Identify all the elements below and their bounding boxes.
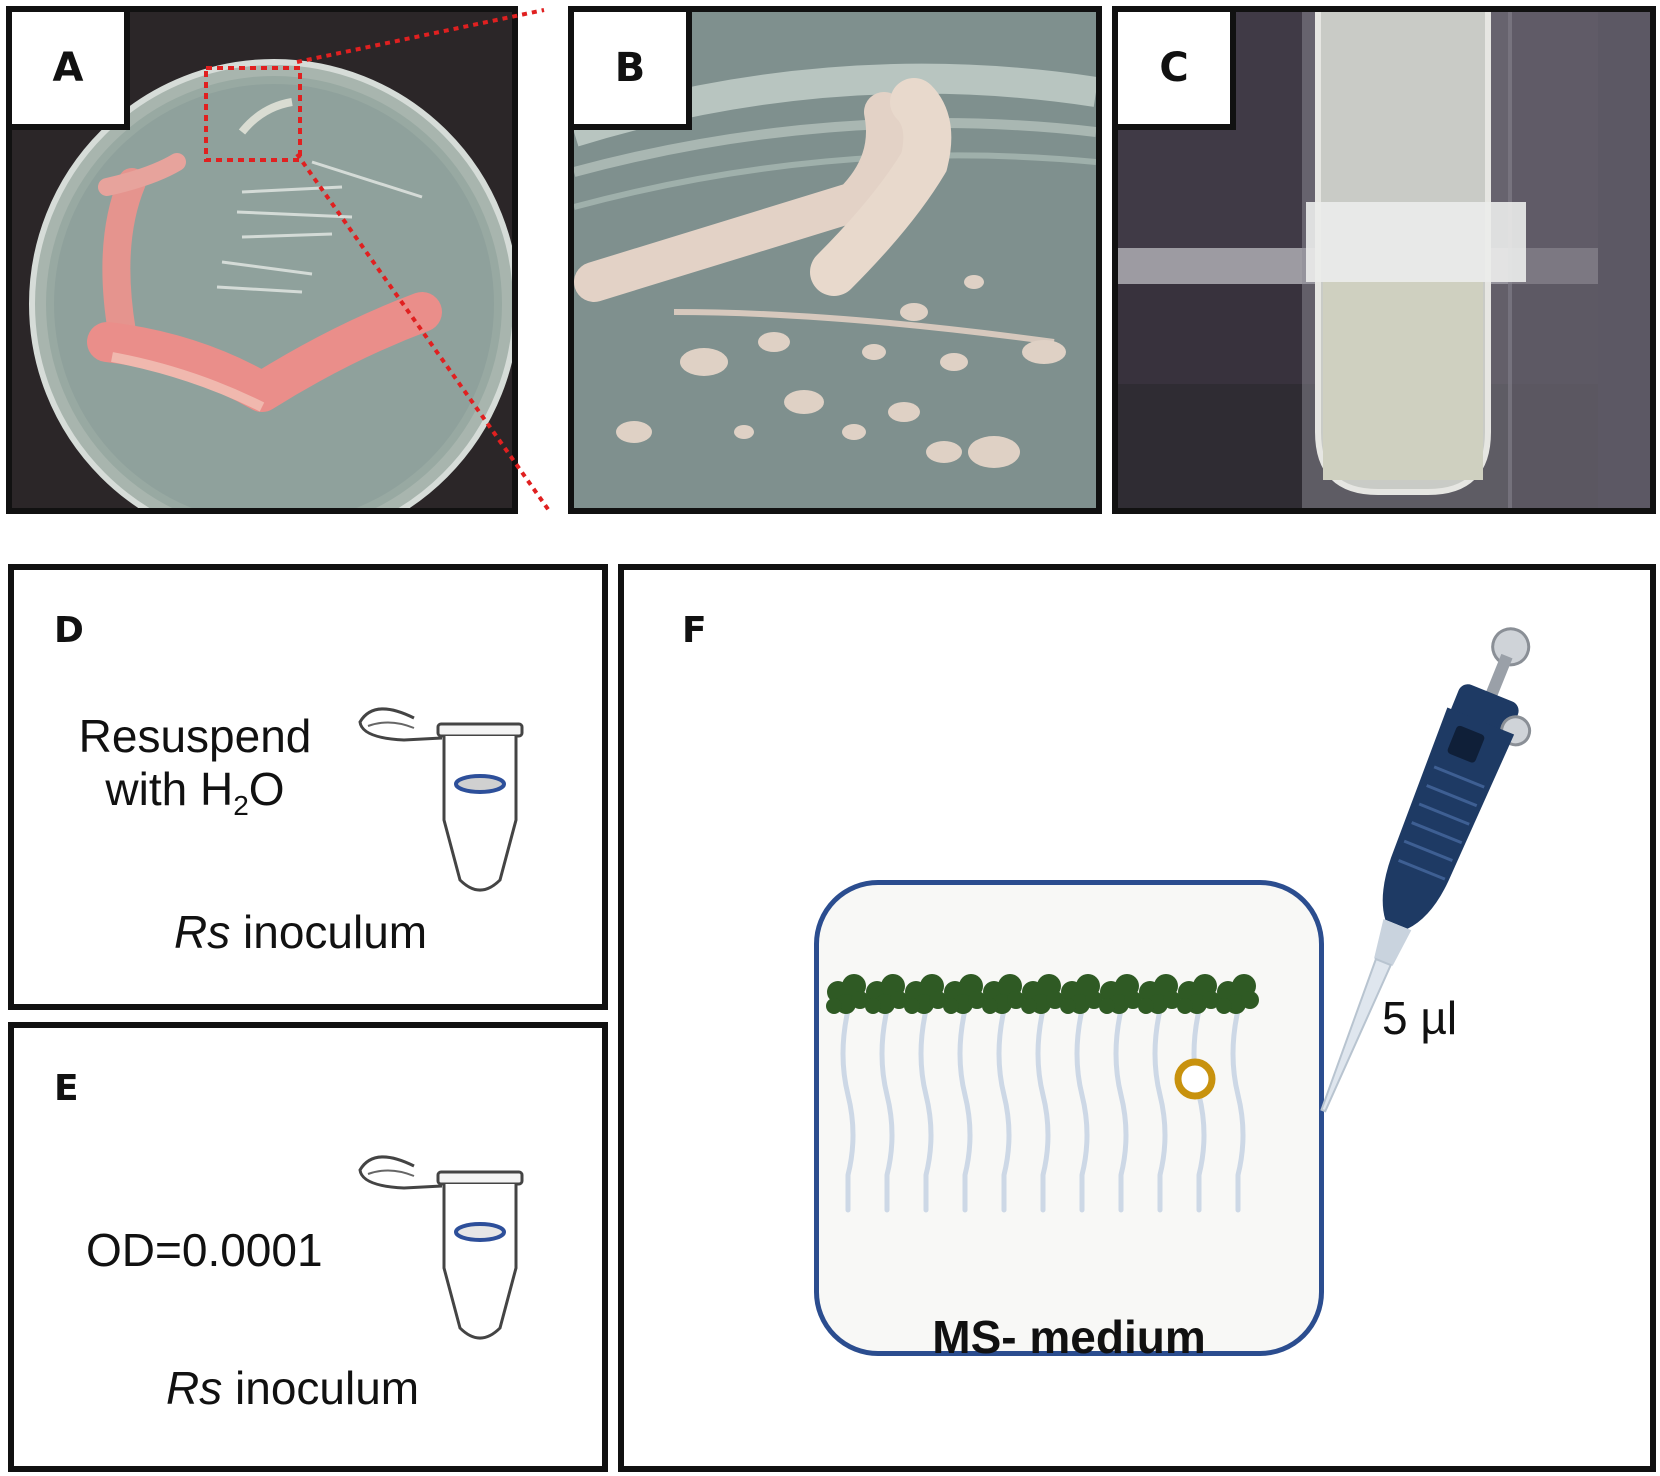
- ms-medium-plate: [814, 880, 1324, 1356]
- panel-b-label: B: [574, 12, 692, 130]
- seedling-icon: [1216, 974, 1259, 1213]
- panel-a-label: A: [12, 12, 130, 130]
- panel-c: C: [1112, 6, 1656, 514]
- seedling-icon: [1138, 974, 1181, 1213]
- seedling-icon: [1099, 974, 1142, 1213]
- inoculum-droplet: [1174, 1058, 1216, 1100]
- zoom-region-box: [204, 66, 302, 162]
- ms-medium-label: MS- medium: [932, 1311, 1206, 1363]
- panel-a: A: [6, 6, 518, 514]
- seedling-icon: [865, 974, 908, 1213]
- panel-d-label: D: [54, 610, 84, 651]
- seedling-icon: [904, 974, 947, 1213]
- seedling-icon: [826, 974, 869, 1213]
- panel-f-label: F: [682, 610, 707, 651]
- volume-label: 5 µl: [1382, 992, 1458, 1044]
- seedling-icon: [982, 974, 1025, 1213]
- seedling-icon: [1021, 974, 1064, 1213]
- microcentrifuge-tube-icon: [358, 707, 524, 892]
- panel-e-caption: Rs inoculum: [166, 1362, 420, 1414]
- od-value-text: OD=0.0001: [86, 1224, 323, 1276]
- panel-b: B: [568, 6, 1102, 514]
- panel-d-caption: Rs inoculum: [174, 906, 428, 958]
- microcentrifuge-tube-icon: [358, 1155, 524, 1340]
- panel-e: E OD=0.0001 Rs inoculum: [8, 1022, 608, 1472]
- seedlings: [826, 974, 1259, 1213]
- panel-e-label: E: [54, 1068, 79, 1109]
- resuspend-line1: Resuspend: [78, 710, 312, 762]
- panel-c-label: C: [1118, 12, 1236, 130]
- resuspend-instruction: Resuspend with H2O: [50, 710, 340, 822]
- panel-f: F MS- medium 5 µl: [618, 564, 1656, 1472]
- pipette-icon: [1320, 627, 1532, 1113]
- panel-d: D Resuspend with H2O Rs inoculum: [8, 564, 608, 1010]
- seedling-icon: [1060, 974, 1103, 1213]
- seedling-icon: [943, 974, 986, 1213]
- resuspend-line2: with H2O: [105, 762, 285, 822]
